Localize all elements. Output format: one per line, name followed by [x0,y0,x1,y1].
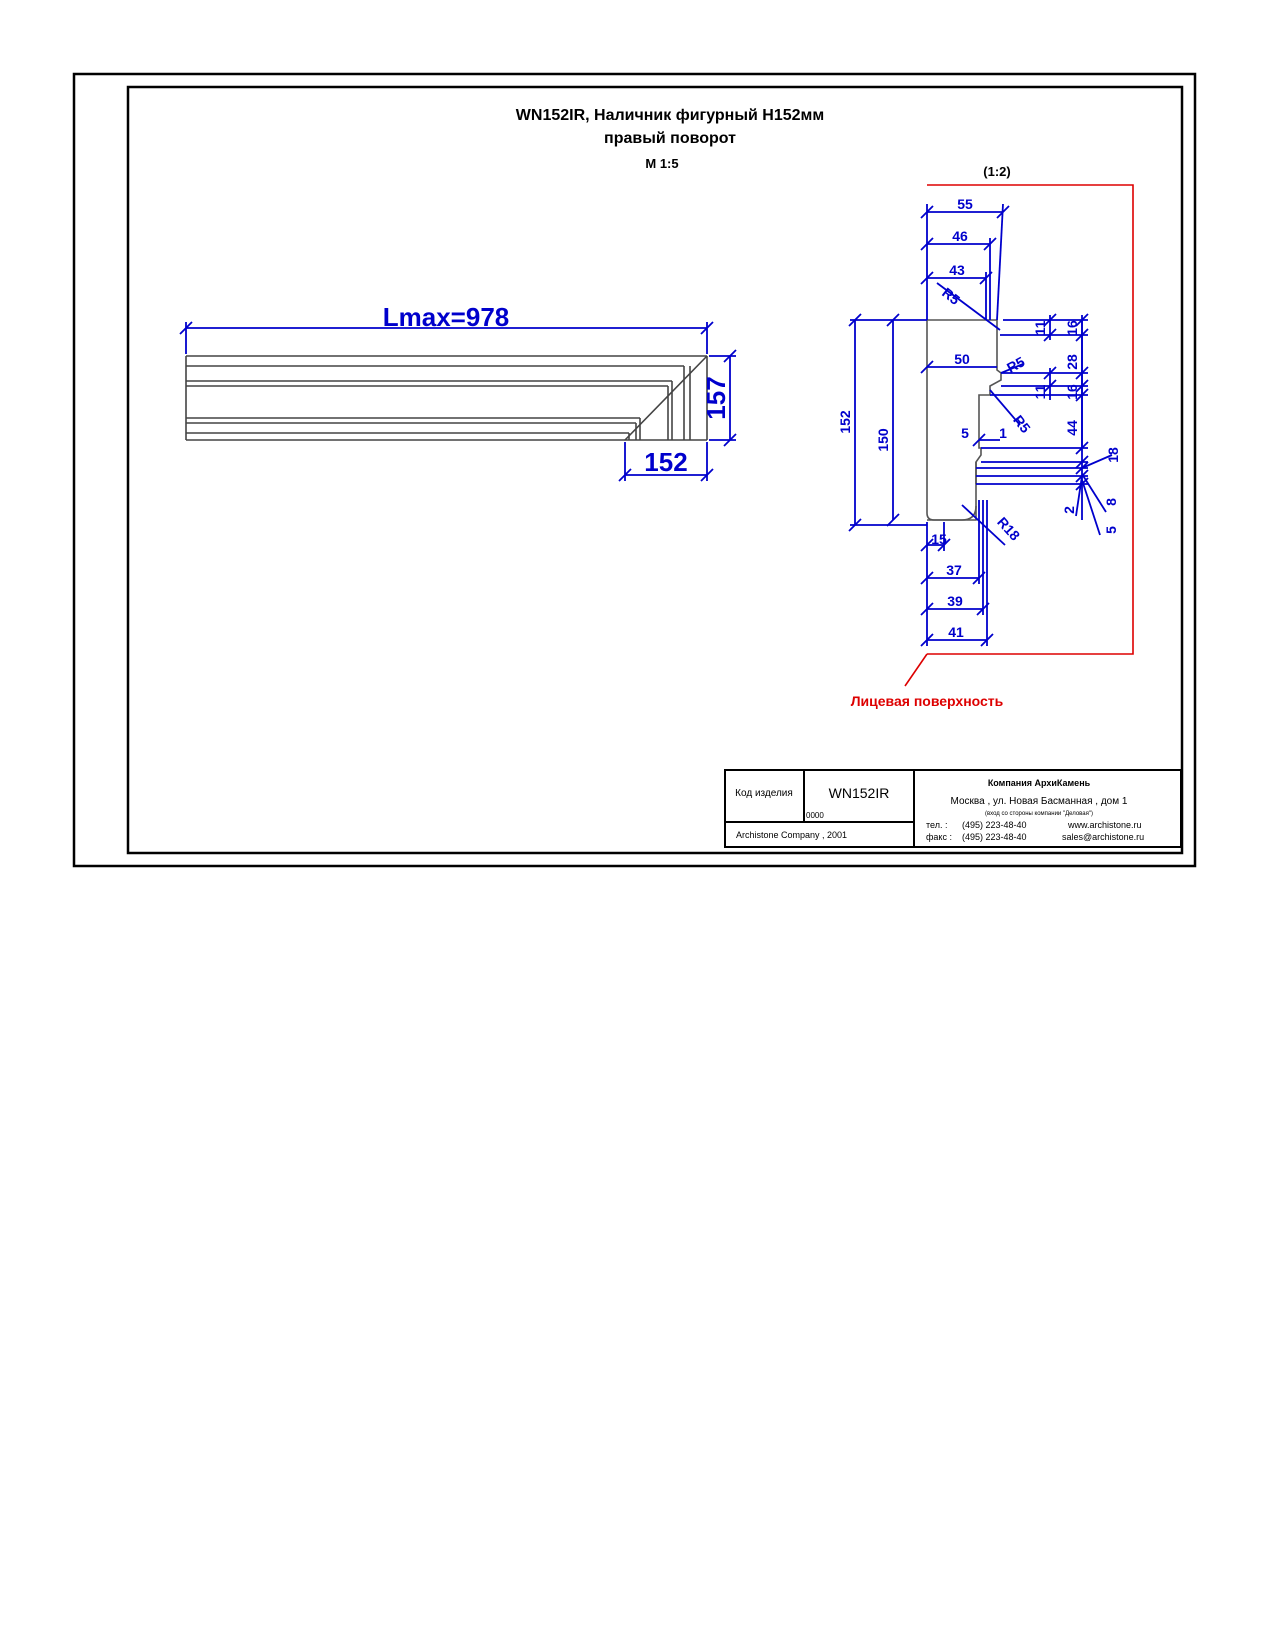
drawing-title: WN152IR, Наличник фигурный H152мм [516,107,824,124]
dim-r5-mid: R5 [1004,353,1028,376]
section-view: (1:2) Лицевая поверхность [837,164,1134,709]
stamp-code-value: WN152IR [829,785,890,801]
dim-39: 39 [947,593,963,609]
dim-55: 55 [957,196,973,212]
plan-height-dim: 157 [701,376,731,419]
stamp-website: www.archistone.ru [1067,820,1142,830]
drawing-scale: М 1:5 [645,156,678,171]
dim-5-bottom: 5 [1103,526,1119,534]
plan-width-dim: 152 [644,447,687,477]
dim-15: 15 [931,531,947,547]
dim-50: 50 [954,351,970,367]
stamp-fax: (495) 223-48-40 [962,832,1027,842]
dim-2: 2 [1061,506,1077,514]
dim-16-mid: 16 [1064,384,1080,400]
drawing-subtitle: правый поворот [604,130,736,147]
dim-46: 46 [952,228,968,244]
dim-1: 1 [999,425,1007,441]
dim-5: 5 [961,425,969,441]
plan-length-dim: Lmax=978 [383,302,509,332]
dim-11-top: 11 [1032,320,1048,335]
dim-r5-low: R5 [1010,412,1034,436]
stamp-email: sales@archistone.ru [1062,832,1144,842]
stamp-code-label: Код изделия [735,788,793,799]
dim-28: 28 [1064,354,1080,370]
moulding-profile [926,319,1002,521]
stamp-block: Код изделия WN152IR 0000 Archistone Comp… [724,769,1182,848]
stamp-code-sub: 0000 [806,811,824,820]
dim-44: 44 [1064,420,1080,436]
dim-16-top: 16 [1064,320,1080,336]
dim-41: 41 [948,624,964,640]
face-surface-label: Лицевая поверхность [851,693,1004,709]
dim-18: 18 [1105,447,1121,463]
stamp-address: Москва , ул. Новая Басманная , дом 1 [951,796,1128,807]
detail-scale: (1:2) [983,164,1010,179]
stamp-tel-label: тел. : [926,820,947,830]
face-surface-outline [927,184,1134,655]
stamp-company: Компания АрхиКамень [988,778,1091,788]
stamp-copyright: Archistone Company , 2001 [736,830,847,840]
dim-43: 43 [949,262,965,278]
stamp-tel: (495) 223-48-40 [962,820,1027,830]
dim-37: 37 [946,562,962,578]
inner-frame [126,85,1184,855]
dim-152: 152 [837,410,853,434]
stamp-address-note: (вход со стороны компании "Деловая") [985,811,1093,817]
dim-8: 8 [1103,498,1119,506]
outer-frame [72,72,1197,868]
plan-view: Lmax=978 157 152 [179,302,737,482]
dim-11-mid: 11 [1032,384,1048,399]
stamp-fax-label: факс : [926,832,952,842]
dim-150: 150 [875,428,891,452]
